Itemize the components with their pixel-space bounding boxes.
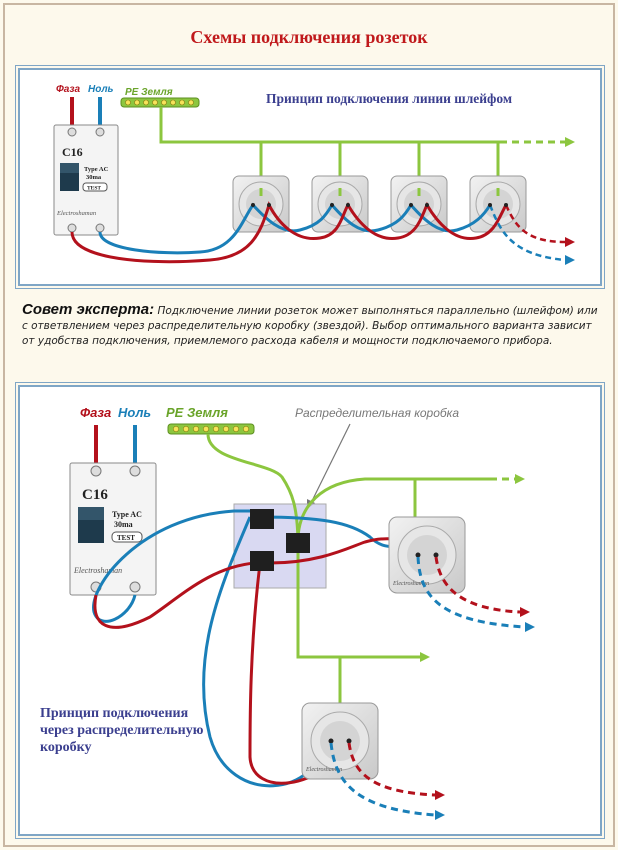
breaker-type: Type AC [84, 166, 109, 173]
breaker-brand-2: Electroshaman [73, 566, 122, 575]
terminal-block-ground [286, 533, 310, 553]
socket-a-brand: Electroshaman [392, 581, 429, 587]
breaker-rating-2: C16 [82, 487, 108, 503]
expert-advice: Совет эксперта: Подключение линии розето… [22, 302, 602, 349]
phase-label: Фаза [56, 84, 80, 95]
socket-3 [390, 175, 448, 233]
pe-label-2: PE Земля [166, 405, 228, 420]
terminal-block-neutral [250, 509, 274, 529]
neutral-label: Ноль [88, 84, 114, 95]
ground-bus-bar [120, 97, 200, 108]
socket-a: Electroshaman [388, 516, 466, 594]
top-diagram-caption: Принцип подключения линии шлейфом [266, 91, 513, 106]
phase-label-2: Фаза [80, 405, 111, 420]
socket-4 [469, 175, 527, 233]
socket-b-brand: Electroshaman [305, 767, 342, 773]
terminal-block-phase [250, 551, 274, 571]
breaker-type-2: Type AC [112, 510, 142, 519]
ground-bus-bar-2 [167, 423, 255, 435]
bottom-diagram-caption: Принцип подключения через распределитель… [40, 706, 204, 755]
pe-label: PE Земля [125, 87, 173, 98]
advice-lead: Совет эксперта: [22, 301, 155, 318]
breaker-brand: Electroshaman [56, 210, 96, 217]
advice-text: Подключение линии розеток может выполнят… [22, 305, 598, 347]
rcd-breaker-2: C16 Type AC 30ma TEST Electroshaman [69, 462, 157, 596]
socket-b: Electroshaman [301, 702, 379, 780]
breaker-rating: C16 [62, 145, 83, 159]
breaker-test-button-2: TEST [117, 534, 135, 542]
neutral-label-2: Ноль [118, 405, 151, 420]
daisy-chain-diagram: Фаза Ноль PE Земля C16 Type AC 30ma TEST… [15, 65, 605, 289]
breaker-current-2: 30ma [114, 520, 133, 529]
page-title: Схемы подключения розеток [190, 27, 428, 47]
socket-1 [232, 175, 290, 233]
socket-2 [311, 175, 369, 233]
breaker-test-button: TEST [87, 186, 101, 192]
breaker-current: 30ma [86, 174, 102, 181]
rcd-breaker: C16 Type AC 30ma TEST Electroshaman [53, 124, 119, 236]
junction-box-diagram: Фаза Ноль PE Земля Распределительная кор… [15, 382, 605, 839]
junction-box-label: Распределительная коробка [295, 406, 459, 420]
